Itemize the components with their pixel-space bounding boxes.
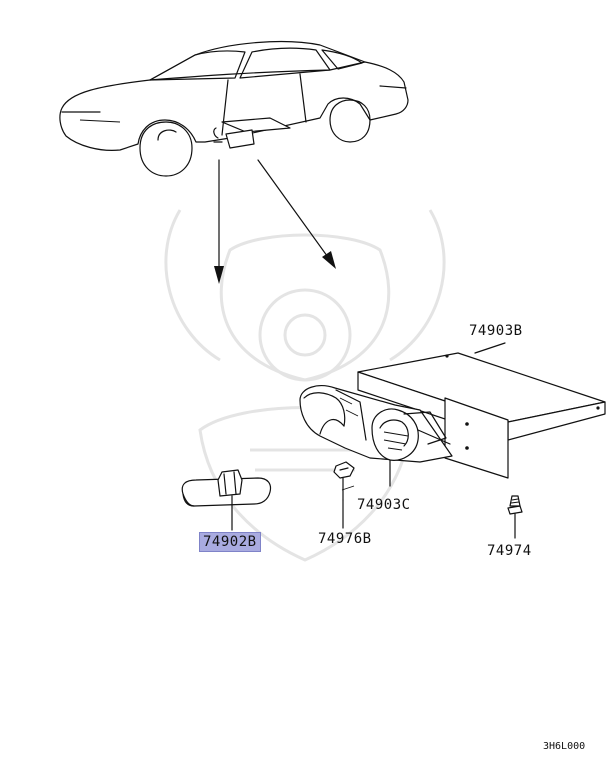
diagram-code: 3H6L000 [543,741,586,752]
car-illustration [59,40,409,177]
label-74974: 74974 [487,543,532,559]
label-74903b: 74903B [469,323,523,339]
bolt-74976b [333,461,355,529]
holder-74903c [299,385,453,487]
screw-74974 [507,495,523,539]
label-74903c: 74903C [357,497,411,513]
bracket-74903b [357,342,606,479]
callout-arrows [214,159,336,284]
label-74902b[interactable]: 74902B [199,532,261,552]
label-74976b: 74976B [318,531,372,547]
watermark-emblem [164,209,446,562]
lighter-74902b [181,469,272,531]
